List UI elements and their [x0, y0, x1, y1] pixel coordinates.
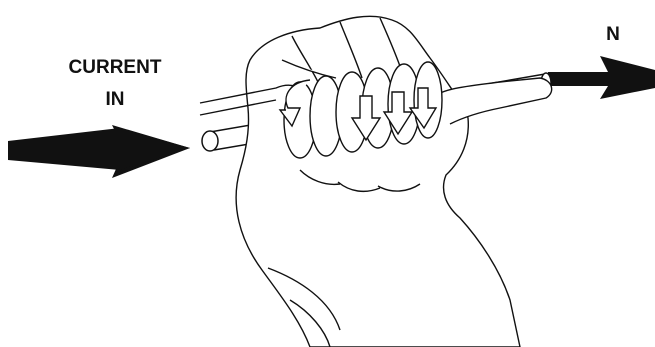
current-in-label-line1: CURRENT	[45, 57, 185, 79]
current-in-arrow-icon	[8, 125, 190, 178]
north-pole-arrow-icon	[548, 56, 655, 99]
right-hand-icon	[236, 16, 552, 347]
north-pole-label: N	[598, 24, 628, 46]
current-in-label-line2: IN	[45, 89, 185, 111]
